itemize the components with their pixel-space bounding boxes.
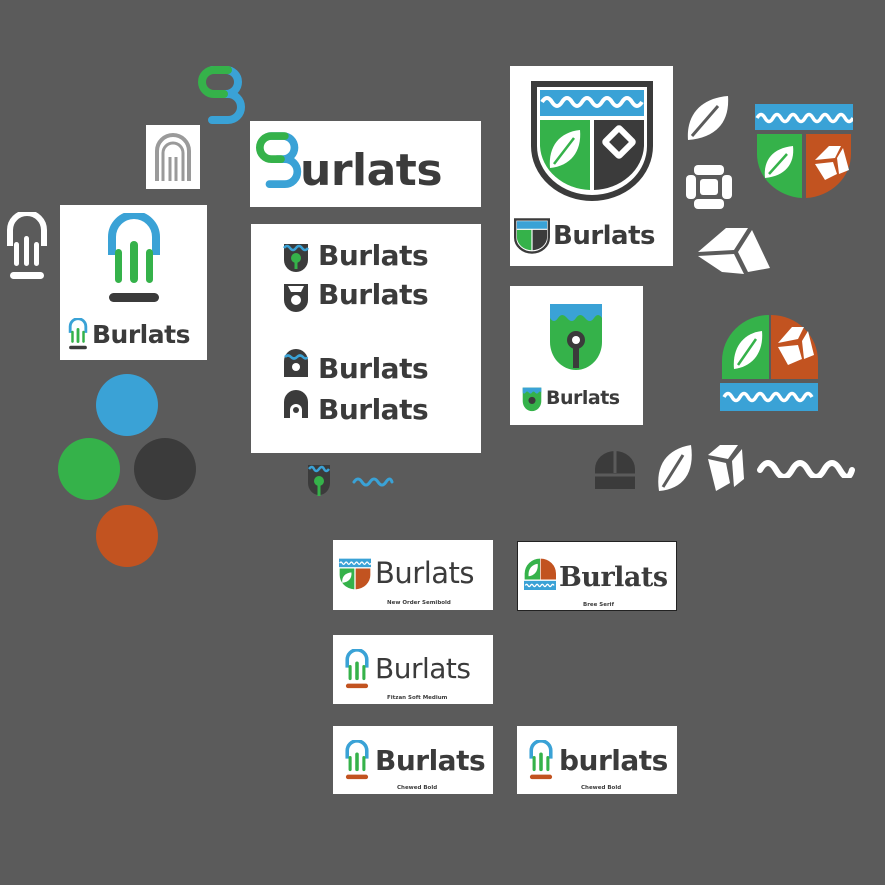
wordmark: Burlats xyxy=(375,744,486,777)
wordmark: Burlats xyxy=(553,221,656,251)
shield-crest-icon xyxy=(531,81,653,201)
wordmark: Burlats xyxy=(559,562,668,593)
font-sample-card: Burlats Bree Serif xyxy=(517,541,677,611)
wordmark: Burlats xyxy=(375,652,471,685)
dome-icon xyxy=(284,349,309,377)
leaf-icon xyxy=(687,96,729,140)
font-caption: Bree Serif xyxy=(583,602,614,608)
monogram-wordmark-card: urlats xyxy=(250,121,481,207)
tree-icon xyxy=(522,387,542,412)
stone-cube-icon xyxy=(284,284,308,312)
wave-icon xyxy=(352,477,394,487)
wordmark: Burlats xyxy=(318,352,429,385)
tree-icon xyxy=(308,465,330,496)
dome-icon xyxy=(720,315,818,411)
swatch-dark-gray xyxy=(134,438,196,500)
font-caption: Fitzan Soft Medium xyxy=(387,695,448,701)
pillar-arch-icon xyxy=(68,318,88,350)
swatch-green xyxy=(58,438,120,500)
pillar-arch-icon xyxy=(108,213,160,302)
pillar-arch-icon xyxy=(345,740,369,780)
font-caption: New Order Semibold xyxy=(387,600,451,606)
leaf-icon xyxy=(658,445,692,491)
swatch-orange xyxy=(96,505,158,567)
stone-cube-icon xyxy=(686,165,732,209)
pillar-arch-icon xyxy=(345,649,369,689)
shield-crest-icon xyxy=(755,104,853,198)
wordmark: Burlats xyxy=(318,393,429,426)
pillar-arch-icon xyxy=(7,212,47,279)
dome-icon xyxy=(524,558,556,590)
stone-block-icon xyxy=(698,228,770,274)
pillar-logo-card: Burlats xyxy=(60,205,207,360)
font-caption: Chewed Bold xyxy=(397,785,438,791)
shield-crest-card: Burlats xyxy=(510,66,673,266)
dome-icon xyxy=(284,390,308,418)
arch-window-card xyxy=(146,125,200,189)
wordmark: burlats xyxy=(559,744,668,777)
wordmark: urlats xyxy=(300,145,443,196)
font-sample-card: Burlats Fitzan Soft Medium xyxy=(333,635,493,704)
dome-icon xyxy=(595,451,635,489)
b-monogram-icon xyxy=(256,132,302,188)
wordmark: Burlats xyxy=(92,320,190,349)
variants-card: Burlats Burlats Burlats Burlats xyxy=(251,224,481,453)
pillar-arch-icon xyxy=(529,740,553,780)
stone-block-icon xyxy=(708,445,744,491)
b-monogram-icon xyxy=(198,66,245,124)
arch-window-icon xyxy=(155,133,191,181)
tree-icon xyxy=(550,304,602,370)
wordmark: Burlats xyxy=(318,278,429,311)
wordmark: Burlats xyxy=(375,556,475,590)
wordmark: Burlats xyxy=(318,239,429,272)
font-sample-card: burlats Chewed Bold xyxy=(517,726,677,794)
tree-logo-card: Burlats xyxy=(510,286,643,425)
font-sample-card: Burlats Chewed Bold xyxy=(333,726,493,794)
font-caption: Chewed Bold xyxy=(581,785,622,791)
shield-crest-icon xyxy=(514,218,550,254)
font-sample-card: Burlats New Order Semibold xyxy=(333,540,493,610)
wave-icon xyxy=(757,460,855,478)
shield-crest-icon xyxy=(339,558,371,590)
wordmark: Burlats xyxy=(546,387,620,409)
swatch-blue xyxy=(96,374,158,436)
tree-icon xyxy=(283,244,309,272)
